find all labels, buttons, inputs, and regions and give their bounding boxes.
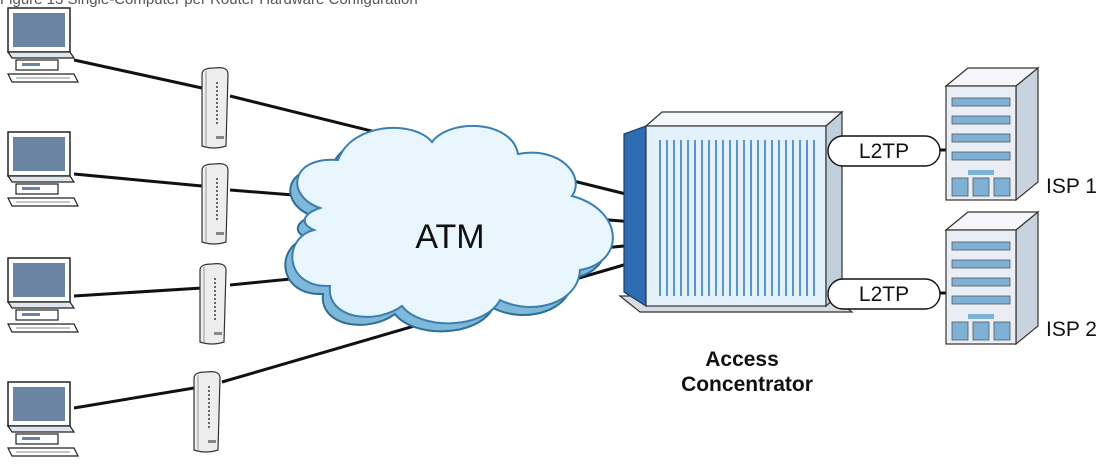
isp2-server [945,211,1039,345]
modem-4 [193,370,221,453]
modem-3 [199,262,227,345]
computer-3 [7,257,79,333]
concentrator-label-line2: Concentrator [681,373,813,396]
link-pc1-modem1 [73,58,203,90]
modem-1 [201,66,229,149]
figure-caption: Figure 13 Single-Computer per Router Har… [0,0,418,8]
concentrator-vent-grille [659,140,815,296]
computer-2 [7,131,79,207]
computer-1 [7,7,79,83]
l2tp-label-1: L2TP [859,140,909,163]
l2tp-tunnel-2: L2TP [827,278,941,310]
atm-label: ATM [415,218,484,256]
computer-4 [7,381,79,457]
isp1-server [945,67,1039,201]
concentrator-label-line1: Access [705,348,779,371]
link-pc3-modem3 [73,286,203,298]
isp1-label: ISP 1 [1046,175,1097,198]
isp2-label: ISP 2 [1046,318,1097,341]
l2tp-label-2: L2TP [859,283,909,306]
modem-2 [201,162,229,245]
access-concentrator [618,110,854,313]
link-pc2-modem2 [73,172,203,188]
link-pc4-modem4 [73,386,195,410]
l2tp-tunnel-1: L2TP [827,135,941,167]
atm-cloud [284,124,614,333]
